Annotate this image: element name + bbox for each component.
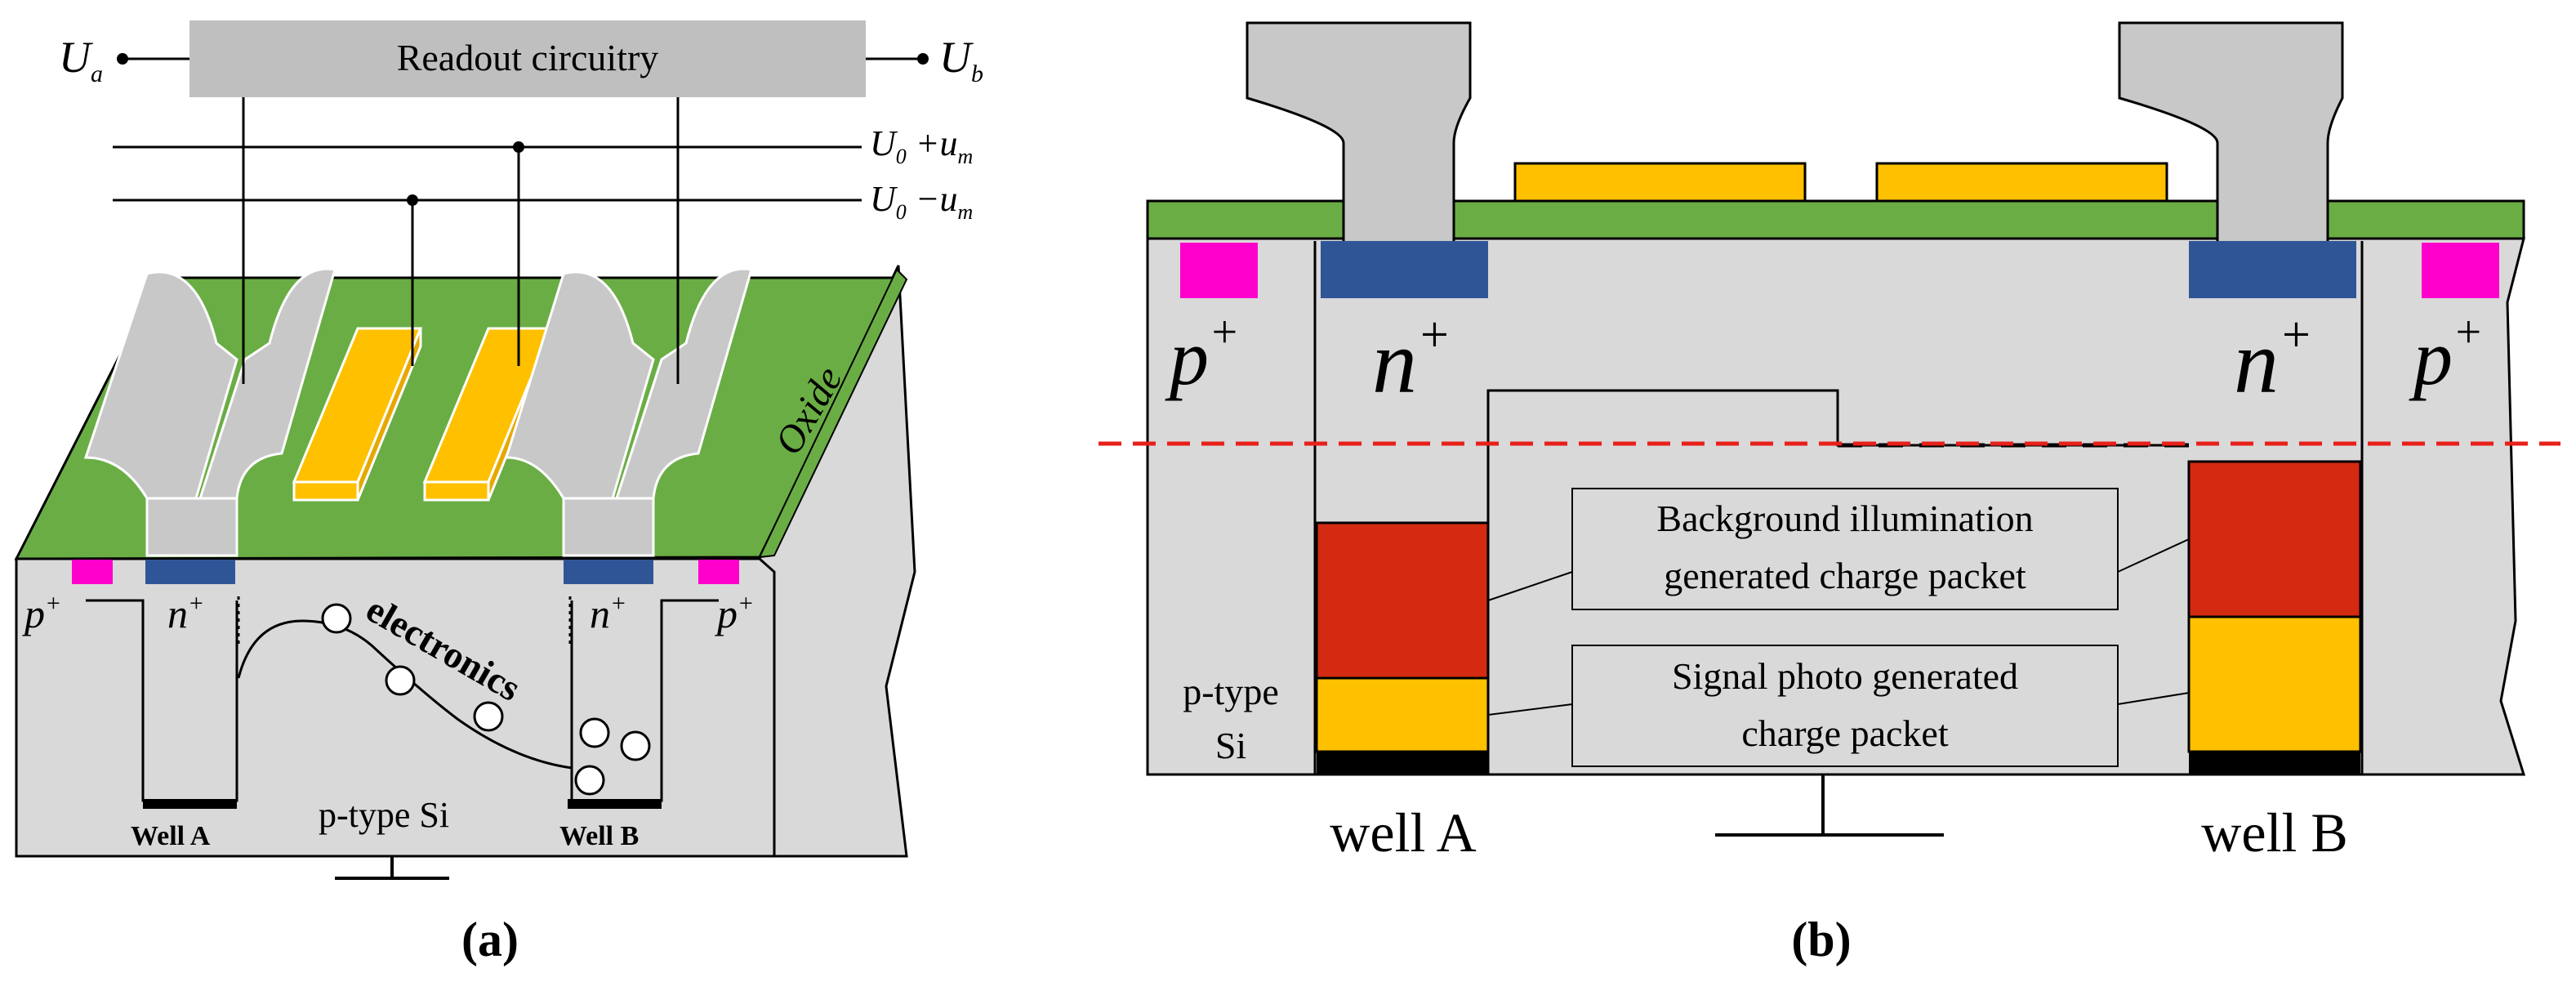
substrate-label: p-type Si xyxy=(319,795,449,835)
background-charge-well-b xyxy=(2187,460,2362,618)
caption-a: (a) xyxy=(461,913,519,966)
panel-b: Background illumination generated charge… xyxy=(1099,21,2560,966)
leader-background-b xyxy=(2117,538,2190,573)
electron xyxy=(574,765,605,796)
signal-label-line1: Signal photo generated xyxy=(1672,655,2018,697)
potential-step xyxy=(1486,389,2189,774)
n-plus-label-right: n+ xyxy=(2234,307,2313,412)
p-plus-implant-right xyxy=(2422,243,2499,298)
metal-contact-b xyxy=(504,267,753,557)
readout-circuitry-box xyxy=(189,20,866,97)
potential-curve xyxy=(237,619,573,770)
gate-right xyxy=(1875,162,2168,203)
well-a-bottom xyxy=(1317,752,1488,774)
well-b-label: Well B xyxy=(559,821,639,851)
ub-label: Ub xyxy=(939,33,983,87)
p-plus-label-left: p+ xyxy=(22,590,61,636)
caption-b: (b) xyxy=(1791,913,1851,966)
electron-markers xyxy=(321,603,651,796)
electron xyxy=(620,730,651,761)
background-label-line2: generated charge packet xyxy=(1664,555,2026,596)
n-plus-implant-right xyxy=(2189,241,2356,298)
gate-left xyxy=(1513,162,1807,203)
well-a-label: well A xyxy=(1330,801,1476,864)
p-plus-label-right: p+ xyxy=(2409,307,2484,401)
substrate-label-line1: p-type xyxy=(1183,671,1279,712)
electron xyxy=(473,701,504,732)
metal-contact-a xyxy=(83,267,336,557)
ua-terminal xyxy=(117,53,128,65)
electron xyxy=(579,717,610,748)
ub-terminal xyxy=(917,53,929,65)
p-plus-label-right: p+ xyxy=(715,590,754,636)
n-plus-label-right: n+ xyxy=(590,590,626,636)
well-a-bottom-contact xyxy=(143,799,237,809)
oxide-edge-strip xyxy=(758,268,908,559)
background-label-box xyxy=(1571,488,2119,610)
background-charge-well-a xyxy=(1315,521,1490,680)
bias-label-plus: U0 +um xyxy=(870,123,973,168)
n-plus-implant-left xyxy=(1321,241,1488,298)
leader-signal-b xyxy=(2117,692,2190,705)
p-plus-implant-right xyxy=(698,560,739,584)
bias-label-minus: U0 −um xyxy=(870,179,973,224)
p-plus-label-left: p+ xyxy=(1165,307,1240,401)
signal-charge-well-a xyxy=(1315,676,1490,753)
panel-a: Oxide xyxy=(14,20,983,966)
p-plus-implant-left xyxy=(72,560,113,584)
n-plus-label-left: n+ xyxy=(167,590,204,636)
leader-background-a xyxy=(1487,571,1573,601)
electron xyxy=(321,603,352,634)
signal-charge-well-b xyxy=(2187,615,2362,753)
n-plus-implant-right xyxy=(564,560,653,584)
p-plus-implant-left xyxy=(1180,243,1258,298)
n-plus-label-left: n+ xyxy=(1372,307,1451,412)
well-b-label: well B xyxy=(2201,801,2347,864)
contact-left xyxy=(1246,21,1472,247)
background-label-line1: Background illumination xyxy=(1656,498,2033,539)
readout-circuitry-label: Readout circuitry xyxy=(397,37,659,78)
leader-signal-a xyxy=(1487,703,1573,716)
ground-symbol xyxy=(1715,774,1944,837)
signal-label-line2: charge packet xyxy=(1741,712,1948,754)
gate-electrode-1 xyxy=(292,327,423,502)
junction-gate-2 xyxy=(513,141,524,153)
n-plus-implant-left xyxy=(145,560,235,584)
substrate-label-line2: Si xyxy=(1215,725,1246,766)
well-a-label: Well A xyxy=(131,821,211,851)
well-b-bottom-contact xyxy=(568,799,662,809)
electron xyxy=(385,665,416,696)
signal-label-box xyxy=(1571,645,2119,767)
well-b-bottom xyxy=(2189,752,2360,774)
contact-right xyxy=(2118,21,2344,247)
ground-symbol xyxy=(335,856,449,880)
junction-gate-1 xyxy=(407,194,418,206)
ua-label: Ua xyxy=(59,33,103,87)
